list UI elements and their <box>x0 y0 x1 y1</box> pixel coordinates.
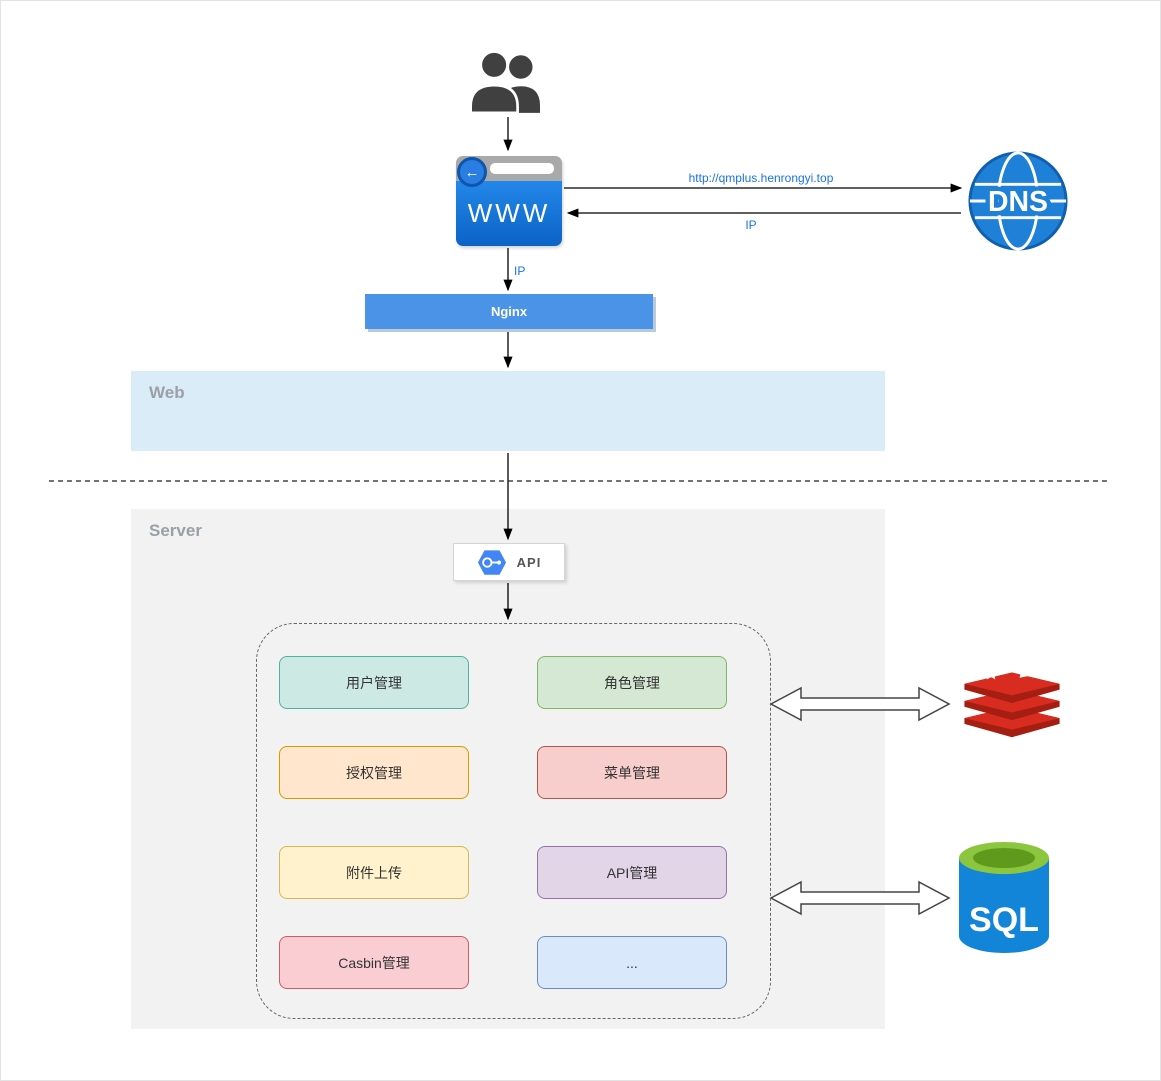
module-box-file-upload: 附件上传 <box>279 846 469 899</box>
api-node: API <box>453 543 565 581</box>
module-label: API管理 <box>606 864 658 881</box>
edge-label-dns-response: IP <box>745 218 757 232</box>
module-label: ... <box>626 954 638 971</box>
module-label: 菜单管理 <box>604 764 660 781</box>
web-zone-label: Web <box>149 383 185 402</box>
module-box-role-mgmt: 角色管理 <box>537 656 727 709</box>
api-icon <box>477 549 506 575</box>
browser-label: WWW <box>467 198 551 228</box>
nginx-node: Nginx <box>365 294 653 329</box>
users-icon <box>469 51 540 115</box>
module-box-api-mgmt: API管理 <box>537 846 727 899</box>
address-bar <box>490 163 554 174</box>
edge-label-dns-request: http://qmplus.henrongyi.top <box>688 171 834 185</box>
double-arrow-modules-redis <box>769 686 951 722</box>
browser-node: ← WWW <box>456 156 562 246</box>
double-arrow-modules-sql <box>769 880 951 916</box>
sql-label: SQL <box>969 901 1039 939</box>
module-box-user-mgmt: 用户管理 <box>279 656 469 709</box>
module-box-more: ... <box>537 936 727 989</box>
modules-group: 用户管理 角色管理 授权管理 菜单管理 附件上传 API管理 Casbin管理 … <box>256 623 771 1019</box>
edge-label-ip-to-nginx: IP <box>514 264 526 278</box>
api-label: API <box>516 554 542 570</box>
redis-layer-top <box>964 666 1060 703</box>
sql-icon: SQL <box>959 842 1049 953</box>
dns-label: DNS <box>988 186 1048 218</box>
server-zone-label: Server <box>149 521 202 540</box>
module-label: 角色管理 <box>604 674 660 691</box>
module-label: 授权管理 <box>346 764 402 781</box>
browser-toolbar: ← <box>456 156 562 187</box>
redis-icon <box>964 666 1060 738</box>
sql-cylinder-body <box>959 858 1049 953</box>
dns-icon: DNS <box>968 151 1068 251</box>
module-label: Casbin管理 <box>338 954 410 971</box>
module-label: 附件上传 <box>346 864 402 881</box>
browser-body: WWW <box>456 181 562 246</box>
nginx-label: Nginx <box>490 304 528 319</box>
module-box-casbin-mgmt: Casbin管理 <box>279 936 469 989</box>
redis-star <box>984 666 998 680</box>
back-arrow-icon: ← <box>457 157 487 187</box>
module-box-auth-mgmt: 授权管理 <box>279 746 469 799</box>
module-label: 用户管理 <box>346 674 402 691</box>
web-zone: Web <box>131 371 885 451</box>
module-box-menu-mgmt: 菜单管理 <box>537 746 727 799</box>
redis-triangle <box>1019 668 1034 678</box>
